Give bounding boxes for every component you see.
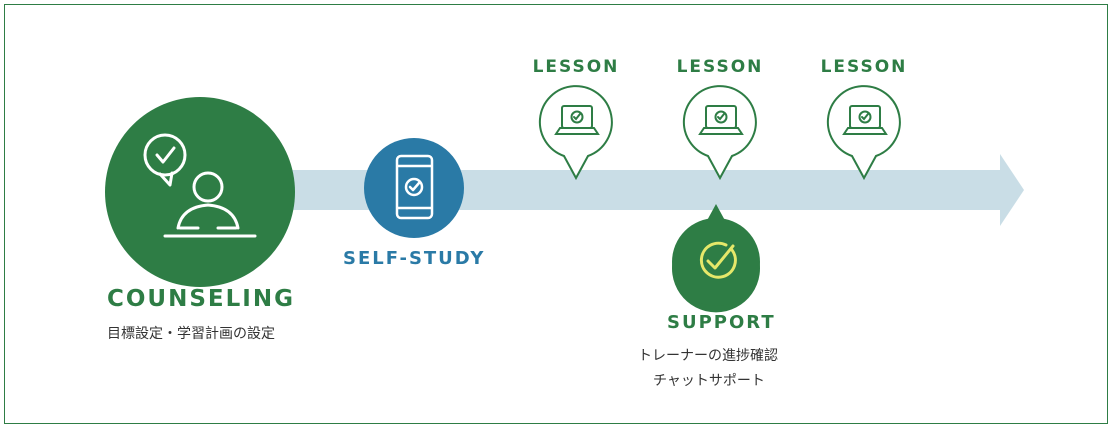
lesson-label-2: LESSON [676,57,764,77]
counseling-description: 目標設定・学習計画の設定 [107,326,275,342]
laptop-icon [698,105,744,135]
lesson-bubble-2 [682,85,757,181]
support-line-1: トレーナーの進捗確認 [638,348,778,364]
lesson-label-1: LESSON [532,57,620,77]
counseling-icon [143,133,257,238]
support-bubble [672,204,760,313]
diagram-frame [4,4,1108,424]
self-study-title: SELF-STUDY [343,248,486,269]
counseling-circle [105,97,295,287]
support-title: SUPPORT [667,312,776,333]
smartphone-icon [395,154,434,220]
support-line-2: チャットサポート [653,373,765,389]
laptop-icon [842,105,888,135]
lesson-bubble-3 [826,85,901,181]
laptop-icon [554,105,600,135]
lesson-bubble-1 [538,85,613,181]
support-check-icon [699,241,737,279]
lesson-label-3: LESSON [820,57,908,77]
counseling-title: COUNSELING [107,286,295,312]
